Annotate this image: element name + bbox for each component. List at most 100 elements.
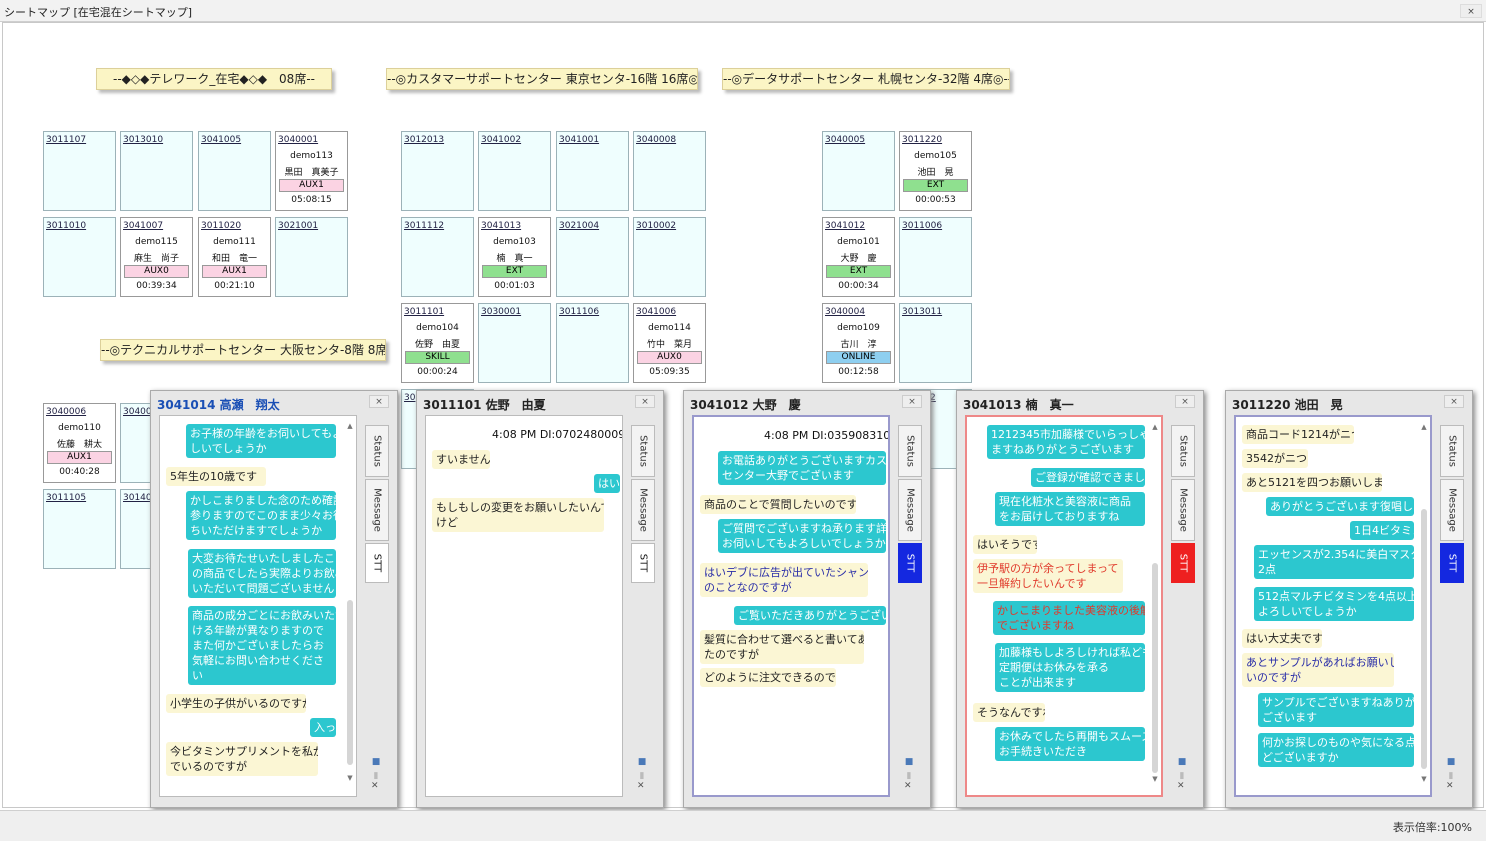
save-icon[interactable]: ■ [1177,757,1187,767]
window-close-button[interactable]: × [1460,4,1482,18]
chat-scrollbar[interactable]: ▲ ▼ [347,422,353,782]
seat-number[interactable]: 3030001 [481,307,522,317]
chat-close-button[interactable]: × [902,395,922,408]
seat-number[interactable]: 3041006 [636,307,677,317]
seat-number[interactable]: 3013010 [123,135,164,145]
save-icon[interactable]: ■ [371,757,381,767]
save-icon[interactable]: ■ [637,757,647,767]
seat-3012013[interactable]: 3012013 [401,131,474,211]
seat-3011010[interactable]: 3011010 [43,217,116,297]
chat-close-button[interactable]: × [1175,395,1195,408]
seat-number[interactable]: 2 [930,393,936,403]
tab-stt[interactable]: STT [365,543,389,583]
seat-3041012[interactable]: 3041012 demo101 大野 慶 EXT 00:00:34 [822,217,895,297]
tab-stt[interactable]: STT [1171,543,1195,583]
seat-number[interactable]: 3011101 [404,307,445,317]
seat-number[interactable]: 30 [404,393,416,403]
seat-3013010[interactable]: 3013010 [120,131,193,211]
tab-message[interactable]: Message [1171,479,1195,541]
seat-number[interactable]: 3040008 [636,135,677,145]
save-icon[interactable]: ■ [904,757,914,767]
seat-number[interactable]: 3040004 [825,307,866,317]
tab-message[interactable]: Message [1440,479,1464,541]
seat-number[interactable]: 3011220 [902,135,943,145]
tab-message[interactable]: Message [365,479,389,541]
chat-close-button[interactable]: × [635,395,655,408]
tab-status[interactable]: Status [1171,425,1195,477]
seat-3040006[interactable]: 3040006 demo110 佐藤 耕太 AUX1 00:40:28 [43,403,116,483]
seat-3041005[interactable]: 3041005 [198,131,271,211]
close-icon[interactable]: ✕ [1446,781,1454,791]
seat-3011020[interactable]: 3011020 demo111 和田 竜一 AUX1 00:21:10 [198,217,271,297]
seat-number[interactable]: 3013011 [902,307,943,317]
chat-window-3041014[interactable]: 3041014 高瀬 翔太 × お子様の年齢をお伺いしてもよろ しいでしょうか … [150,390,398,808]
seat-3030001[interactable]: 3030001 [478,303,551,383]
seat-number[interactable]: 3011107 [46,135,87,145]
close-icon[interactable]: ✕ [1177,781,1185,791]
chat-transcript[interactable]: 商品コード1214がニつ 3542がニつ あと5121を四つお願いします ありが… [1234,415,1432,797]
seat-3040008[interactable]: 3040008 [633,131,706,211]
chat-close-button[interactable]: × [369,395,389,408]
seat-number[interactable]: 3012013 [404,135,445,145]
seat-number[interactable]: 3041002 [481,135,522,145]
seat-3021004[interactable]: 3021004 [556,217,629,297]
seat-number[interactable]: 3040005 [825,135,866,145]
seat-3021001[interactable]: 3021001 [275,217,348,297]
seat-number[interactable]: 3021004 [559,221,600,231]
seat-3011112[interactable]: 3011112 [401,217,474,297]
seat-3040005[interactable]: 3040005 [822,131,895,211]
seat-3041002[interactable]: 3041002 [478,131,551,211]
chat-transcript[interactable]: 1212345市加藤様でいらっしゃい ますねありがとうございます ご登録が確認で… [965,415,1163,797]
seat-3011107[interactable]: 3011107 [43,131,116,211]
seat-3011106[interactable]: 3011106 [556,303,629,383]
seat-3041006[interactable]: 3041006 demo114 竹中 菜月 AUX0 05:09:35 [633,303,706,383]
tab-status[interactable]: Status [1440,425,1464,477]
tab-stt[interactable]: STT [1440,543,1464,583]
seat-number[interactable]: 3041001 [559,135,600,145]
seat-3041007[interactable]: 3041007 demo115 麻生 尚子 AUX0 00:39:34 [120,217,193,297]
seat-number[interactable]: 3011010 [46,221,87,231]
tab-status[interactable]: Status [365,425,389,477]
seat-number[interactable]: 3040006 [46,407,87,417]
seat-number[interactable]: 3011020 [201,221,242,231]
seat-number[interactable]: 3011006 [902,221,943,231]
chat-window-3041013[interactable]: 3041013 楠 真一 × 1212345市加藤様でいらっしゃい ますねありが… [956,390,1204,808]
chat-scrollbar[interactable]: ▲ ▼ [1152,423,1158,783]
seat-3011006[interactable]: 3011006 [899,217,972,297]
seat-3010002[interactable]: 3010002 [633,217,706,297]
chat-transcript[interactable]: 4:08 PM DI:07024800099 すいません はい もしもしの変更を… [425,415,623,797]
seat-number[interactable]: 3041007 [123,221,164,231]
seat-3040004[interactable]: 3040004 demo109 古川 淳 ONLINE 00:12:58 [822,303,895,383]
tab-status[interactable]: Status [898,425,922,477]
close-icon[interactable]: ✕ [904,781,912,791]
seat-number[interactable]: 3041005 [201,135,242,145]
chat-close-button[interactable]: × [1444,395,1464,408]
tab-stt[interactable]: STT [631,543,655,583]
trash-icon[interactable]: ▮ [1179,771,1185,781]
close-icon[interactable]: ✕ [637,781,645,791]
seat-3011101[interactable]: 3011101 demo104 佐野 由夏 SKILL 00:00:24 [401,303,474,383]
close-icon[interactable]: ✕ [371,781,379,791]
seat-3013011[interactable]: 3013011 [899,303,972,383]
seat-number[interactable]: 30400 [123,407,152,417]
trash-icon[interactable]: ▮ [639,771,645,781]
chat-transcript[interactable]: 4:08 PM DI:0359083102 お電話ありがとうございますカスタマー… [692,415,890,797]
save-icon[interactable]: ■ [1446,757,1456,767]
seat-number[interactable]: 3040001 [278,135,319,145]
seat-number[interactable]: 3010002 [636,221,677,231]
chat-scrollbar[interactable]: ▲ ▼ [1421,423,1427,783]
seat-3041013[interactable]: 3041013 demo103 楠 真一 EXT 00:01:03 [478,217,551,297]
chat-window-3011220[interactable]: 3011220 池田 晃 × 商品コード1214がニつ 3542がニつ あと51… [1225,390,1473,808]
tab-message[interactable]: Message [631,479,655,541]
seat-number[interactable]: 3041013 [481,221,522,231]
chat-transcript[interactable]: お子様の年齢をお伺いしてもよろ しいでしょうか 5年生の10歳です かしこまりま… [159,415,357,797]
seat-3011105[interactable]: 3011105 [43,489,116,569]
chat-window-3011101[interactable]: 3011101 佐野 由夏 × 4:08 PM DI:07024800099 す… [416,390,664,808]
seat-number[interactable]: 3011112 [404,221,445,231]
tab-message[interactable]: Message [898,479,922,541]
seat-number[interactable]: 3011106 [559,307,600,317]
trash-icon[interactable]: ▮ [906,771,912,781]
seat-number[interactable]: 3041012 [825,221,866,231]
trash-icon[interactable]: ▮ [1448,771,1454,781]
tab-status[interactable]: Status [631,425,655,477]
